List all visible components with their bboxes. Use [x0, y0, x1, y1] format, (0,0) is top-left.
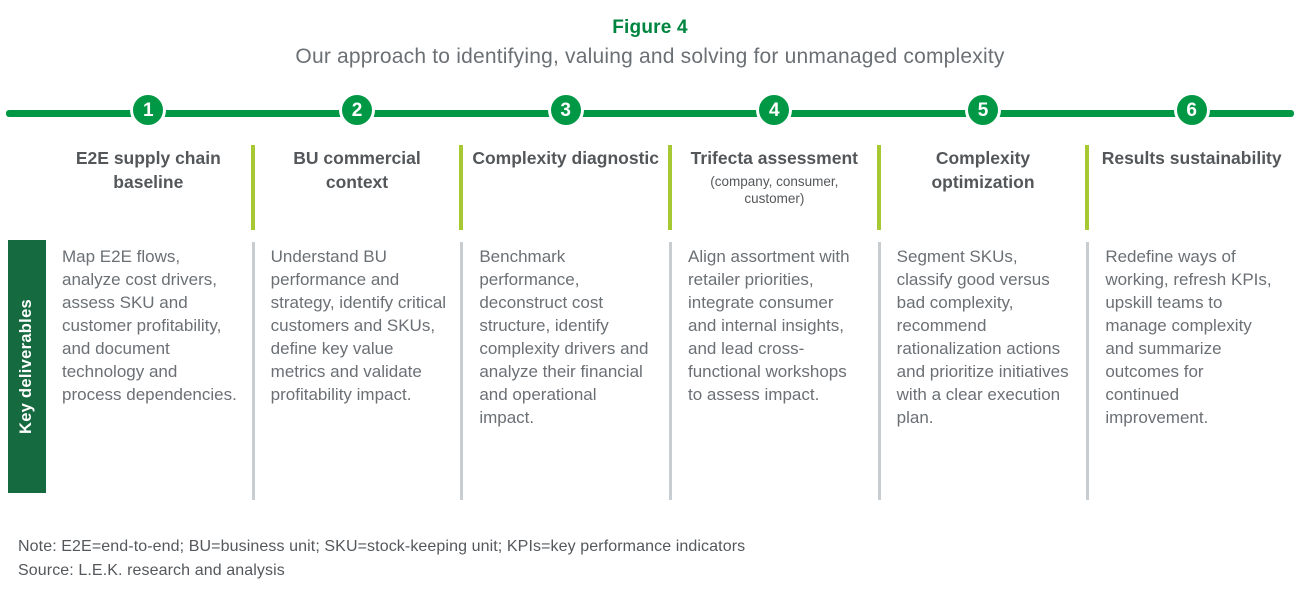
step-2-header: BU commercial context — [250, 145, 462, 233]
step-5-title: Complexity optimization — [931, 148, 1035, 192]
step-6-header: Results sustainability — [1085, 145, 1296, 233]
step-5-circle: 5 — [964, 92, 1001, 128]
figure-footnotes: Note: E2E=end-to-end; BU=business unit; … — [18, 535, 745, 583]
step-3-title: Complexity diagnostic — [472, 148, 660, 168]
step-2-circle: 2 — [338, 92, 375, 128]
step-5-deliverable: Segment SKUs, classify good versus bad c… — [877, 240, 1088, 502]
step-circle-cell: 2 — [253, 92, 462, 128]
step-3-circle: 3 — [547, 92, 584, 128]
step-1-header: E2E supply chain baseline — [44, 145, 253, 233]
step-4-deliverable: Align assortment with retailer prioritie… — [669, 240, 879, 502]
step-5-header: Complexity optimization — [876, 145, 1088, 233]
step-4-title: Trifecta assessment — [690, 148, 858, 168]
figure-label: Figure 4 — [612, 17, 688, 38]
step-4-circle: 4 — [756, 92, 793, 128]
step-circle-cell: 3 — [461, 92, 670, 128]
step-2-deliverable: Understand BU performance and strategy, … — [251, 240, 462, 502]
step-headers: E2E supply chain baseline BU commercial … — [44, 145, 1296, 233]
key-deliverables-label: Key deliverables — [17, 298, 36, 435]
step-circle-cell: 6 — [1087, 92, 1296, 128]
timeline-steps: 1 2 3 4 5 6 — [44, 92, 1296, 128]
note-line: Note: E2E=end-to-end; BU=business unit; … — [18, 538, 746, 555]
step-3-header: Complexity diagnostic — [459, 145, 670, 233]
step-4-subtitle: (company, consumer, customer) — [710, 173, 839, 207]
figure-title: Our approach to identifying, valuing and… — [295, 45, 1005, 68]
step-3-deliverable: Benchmark performance, deconstruct cost … — [460, 240, 670, 502]
step-deliverables: Map E2E flows, analyze cost drivers, ass… — [44, 240, 1296, 502]
step-6-title: Results sustainability — [1101, 148, 1282, 168]
step-circle-cell: 4 — [670, 92, 879, 128]
step-2-title: BU commercial context — [293, 148, 421, 192]
key-deliverables-band: Key deliverables — [8, 240, 46, 493]
step-6-circle: 6 — [1173, 92, 1210, 128]
timeline-line — [6, 110, 1294, 117]
step-6-deliverable: Redefine ways of working, refresh KPIs, … — [1086, 240, 1296, 502]
step-4-header: Trifecta assessment (company, consumer, … — [668, 145, 879, 233]
source-line: Source: L.E.K. research and analysis — [18, 562, 285, 579]
step-circle-cell: 1 — [44, 92, 253, 128]
step-1-title: E2E supply chain baseline — [75, 148, 221, 192]
step-circle-cell: 5 — [879, 92, 1088, 128]
step-1-circle: 1 — [130, 92, 167, 128]
step-1-deliverable: Map E2E flows, analyze cost drivers, ass… — [62, 247, 237, 404]
